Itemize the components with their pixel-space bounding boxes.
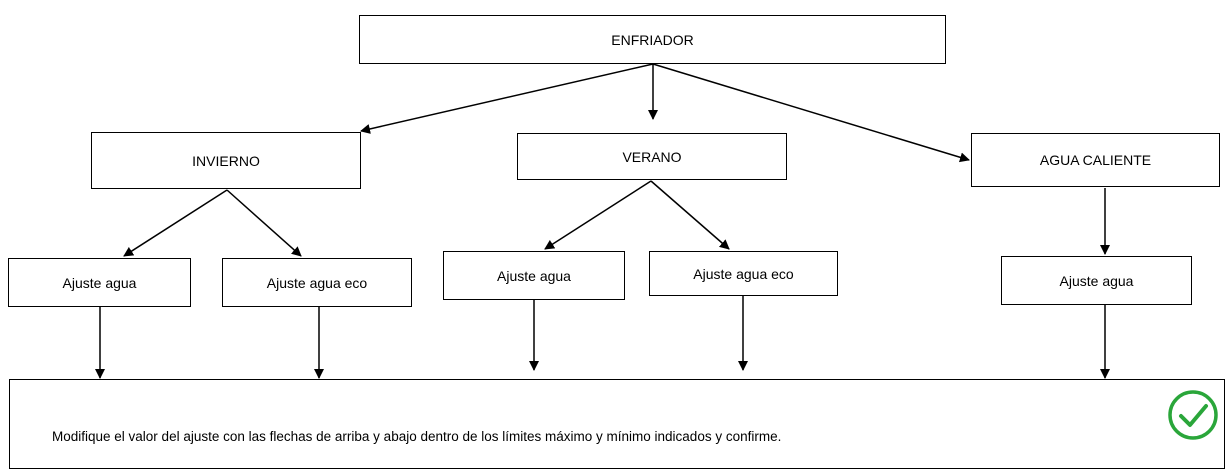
node-invierno-ajuste-agua-eco: Ajuste agua eco (222, 258, 412, 307)
node-invierno-ajuste-agua-eco-label: Ajuste agua eco (266, 274, 368, 291)
node-invierno-label: INVIERNO (192, 152, 260, 169)
arrow-invierno-to-ajuste-eco (226, 189, 302, 257)
node-verano: VERANO (517, 133, 787, 180)
arrow-verano-to-ajuste (544, 180, 652, 250)
node-verano-label: VERANO (622, 148, 682, 165)
instruction-text: Modifique el valor del ajuste con las fl… (52, 429, 782, 444)
node-enfriador-label: ENFRIADOR (611, 31, 694, 48)
arrow-root-to-invierno (360, 63, 654, 134)
node-agua-caliente-label: AGUA CALIENTE (1039, 152, 1152, 168)
node-agua-caliente-ajuste-agua-label: Ajuste agua (1059, 272, 1134, 289)
node-agua-caliente: AGUA CALIENTE (971, 133, 1220, 187)
instruction-box (9, 379, 1225, 469)
check-circle-icon (1168, 390, 1218, 440)
arrow-verano-to-ajuste-eco (650, 180, 730, 250)
node-verano-ajuste-agua: Ajuste agua (443, 251, 625, 300)
arrow-root-to-agua-caliente (652, 63, 970, 163)
node-invierno-ajuste-agua-label: Ajuste agua (62, 274, 137, 291)
node-invierno-ajuste-agua: Ajuste agua (8, 258, 191, 307)
node-verano-ajuste-agua-eco: Ajuste agua eco (649, 251, 838, 296)
node-enfriador: ENFRIADOR (359, 15, 946, 64)
arrow-invierno-to-ajuste (123, 189, 228, 257)
node-invierno: INVIERNO (91, 132, 361, 189)
node-agua-caliente-ajuste-agua: Ajuste agua (1001, 256, 1192, 305)
node-verano-ajuste-agua-eco-label: Ajuste agua eco (693, 265, 794, 282)
node-verano-ajuste-agua-label: Ajuste agua (497, 267, 571, 284)
